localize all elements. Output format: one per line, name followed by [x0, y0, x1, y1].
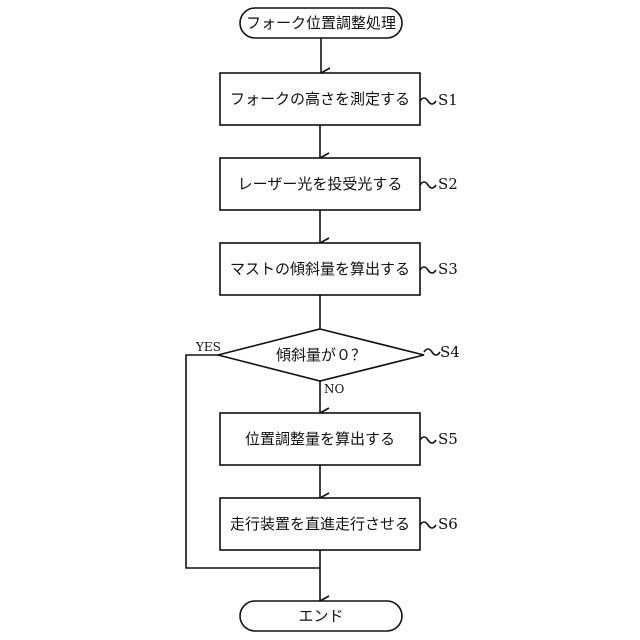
step-s4-tag: S4	[440, 343, 460, 361]
step-s5-tag: S5	[438, 430, 458, 448]
step-s1-label: フォークの高さを測定する	[230, 90, 410, 108]
step-s5-label: 位置調整量を算出する	[245, 430, 395, 448]
end-label: エンド	[298, 607, 343, 625]
step-s3-tag: S3	[438, 260, 458, 278]
step-s4-leader	[424, 349, 440, 355]
step-s1-tag: S1	[438, 91, 458, 109]
branch-no-label: NO	[324, 382, 345, 396]
step-s2-label: レーザー光を投受光する	[238, 175, 403, 193]
step-s6-label: 走行装置を直進走行させる	[230, 515, 410, 533]
step-s5-leader	[420, 437, 436, 443]
step-s3-leader	[420, 267, 436, 273]
step-s6-tag: S6	[438, 515, 458, 533]
decision-s4-label: 傾斜量が０？	[276, 346, 366, 364]
branch-yes-label: YES	[195, 340, 221, 354]
step-s3-label: マストの傾斜量を算出する	[230, 260, 410, 278]
step-s1-leader	[420, 98, 436, 104]
start-label: フォーク位置調整処理	[246, 14, 396, 32]
step-s6-leader	[420, 522, 436, 528]
step-s2-leader	[420, 182, 436, 188]
step-s2-tag: S2	[438, 175, 458, 193]
